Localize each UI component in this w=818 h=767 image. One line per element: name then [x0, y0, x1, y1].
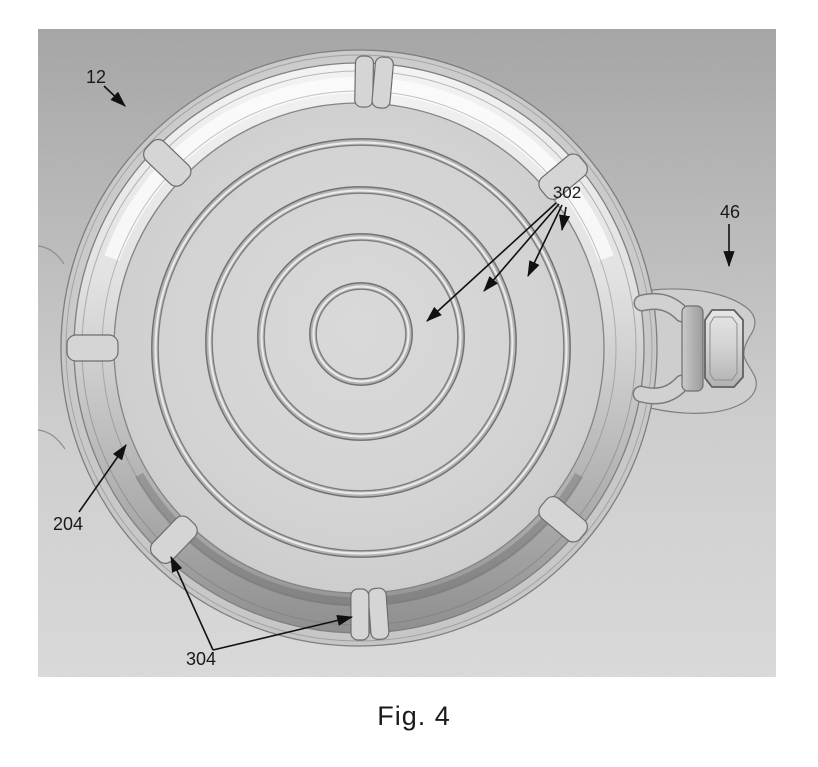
leader-302-c [527, 204, 563, 278]
reference-labels: 12 302 46 204 304 [53, 67, 740, 669]
ref-label-304: 304 [186, 649, 216, 669]
leader-302-b [483, 203, 560, 292]
leader-204 [78, 444, 127, 513]
ref-label-204: 204 [53, 514, 83, 534]
ref-label-302: 302 [553, 183, 581, 202]
leader-302-d [559, 206, 571, 232]
leader-304-a [170, 555, 214, 651]
film-grain-overlay [38, 29, 776, 677]
ref-label-46: 46 [720, 202, 740, 222]
figure-caption: Fig. 4 [377, 701, 451, 731]
leader-lines [78, 85, 735, 651]
leader-304-b [212, 614, 354, 651]
ref-label-12: 12 [86, 67, 106, 87]
leader-12 [103, 85, 126, 107]
leader-302-a [426, 202, 557, 322]
